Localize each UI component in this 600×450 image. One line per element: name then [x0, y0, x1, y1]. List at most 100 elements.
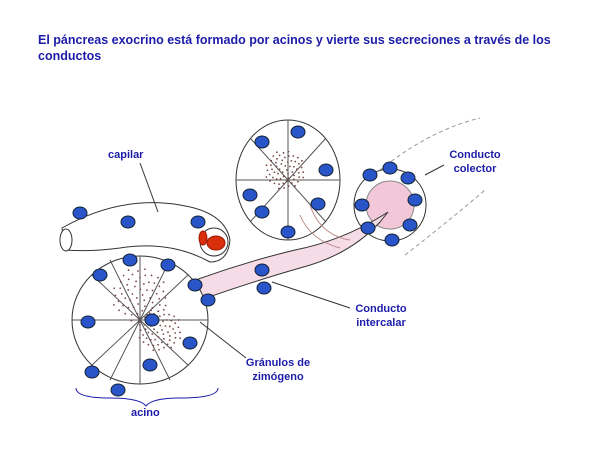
- zymogen-granule: [163, 313, 166, 316]
- cell-nucleus-icon: [122, 253, 138, 267]
- zymogen-granule: [173, 315, 175, 318]
- zymogen-granule: [146, 289, 148, 291]
- cell-nucleus-icon: [254, 135, 270, 149]
- zymogen-granule: [130, 319, 133, 322]
- cell-nucleus-icon: [254, 205, 270, 219]
- zymogen-granule: [127, 269, 130, 271]
- zymogen-granule: [151, 333, 154, 335]
- zymogen-granule: [265, 176, 268, 178]
- colector-leader: [424, 164, 445, 176]
- zymogen-granule: [147, 331, 150, 334]
- zymogen-granule: [157, 336, 160, 338]
- zymogen-granule: [113, 287, 116, 290]
- zymogen-granule: [174, 336, 177, 339]
- zymogen-granule: [168, 339, 171, 342]
- zymogen-granule: [276, 157, 278, 160]
- zymogen-granules: [113, 150, 305, 352]
- zymogen-granule: [158, 285, 161, 288]
- label-conducto-intercalar: Conducto intercalar: [346, 302, 416, 330]
- zymogen-granule: [129, 299, 132, 302]
- zymogen-granule: [275, 178, 278, 180]
- label-line: Conducto: [355, 303, 407, 315]
- zymogen-granule: [142, 341, 145, 343]
- zymogen-granule: [301, 159, 303, 162]
- zymogen-granule: [148, 312, 151, 315]
- cell-nucleus-icon: [80, 315, 96, 329]
- cell-nucleus-icon: [182, 336, 198, 350]
- cell-nuclei: [72, 125, 423, 397]
- zymogen-granule: [296, 156, 299, 159]
- zymogen-granule: [285, 169, 288, 171]
- zymogen-granule: [282, 175, 285, 178]
- red-blood-cell-body: [206, 235, 226, 251]
- zymogen-granule: [143, 299, 146, 302]
- zymogen-granule: [132, 306, 135, 309]
- cell-nucleus-icon: [144, 313, 160, 327]
- zymogen-granule: [294, 185, 297, 187]
- zymogen-granule: [292, 155, 295, 157]
- zymogen-granule: [160, 341, 163, 344]
- label-capilar: capilar: [108, 149, 144, 161]
- zymogen-granule: [170, 346, 173, 349]
- zymogen-granule: [143, 323, 146, 326]
- cell-nucleus-icon: [400, 171, 416, 185]
- zymogen-granule: [138, 323, 141, 326]
- zymogen-granule: [300, 166, 303, 169]
- zymogen-granule: [157, 276, 159, 279]
- cell-nucleus-icon: [354, 198, 370, 212]
- label-conducto-colector: Conducto colector: [440, 148, 510, 176]
- zymogen-granule: [157, 343, 160, 346]
- zymogen-granule: [139, 288, 142, 291]
- zymogen-granule: [269, 180, 271, 182]
- zymogen-granule: [173, 341, 176, 344]
- label-line: colector: [453, 163, 497, 175]
- zymogen-granule: [133, 285, 136, 288]
- zymogen-granule: [279, 177, 282, 180]
- zymogen-granule: [162, 308, 165, 311]
- zymogen-granule: [141, 309, 144, 312]
- cell-nucleus-icon: [242, 188, 258, 202]
- zymogen-granule: [120, 293, 123, 295]
- zymogen-granule: [164, 304, 167, 307]
- zymogen-granule: [164, 325, 167, 328]
- zymogen-granule: [157, 310, 160, 313]
- red-blood-cell-edge: [198, 230, 208, 246]
- cell-nucleus-icon: [290, 125, 306, 139]
- main-acinus-cell-walls: [72, 256, 208, 384]
- cell-nucleus-icon: [407, 193, 423, 207]
- zymogen-granule: [131, 273, 134, 276]
- zymogen-granule: [149, 339, 152, 341]
- zymogen-granule: [282, 182, 285, 185]
- zymogen-granule: [291, 182, 293, 184]
- zymogen-granule: [284, 156, 286, 159]
- zymogen-granule: [147, 343, 150, 346]
- acino-brace: [75, 387, 219, 407]
- zymogen-granule: [162, 281, 165, 284]
- zymogen-granule: [283, 187, 285, 189]
- zymogen-granule: [159, 324, 162, 327]
- label-line: intercalar: [356, 317, 406, 329]
- zymogen-granule: [163, 346, 165, 349]
- capilar-leader: [139, 162, 159, 213]
- zymogen-granule: [135, 280, 137, 283]
- zymogen-granule: [167, 331, 169, 334]
- zymogen-granule: [151, 289, 154, 292]
- zymogen-granule: [168, 313, 170, 316]
- zymogen-granule: [296, 168, 298, 170]
- zymogen-granule: [287, 150, 290, 153]
- cell-nucleus-icon: [120, 215, 136, 229]
- zymogen-granule: [287, 185, 290, 187]
- cell-nucleus-icon: [362, 168, 378, 182]
- zymogen-granule: [113, 303, 115, 306]
- cell-nucleus-icon: [110, 383, 126, 397]
- zymogen-granule: [130, 313, 133, 316]
- zymogen-granule: [114, 294, 117, 297]
- zymogen-granule: [144, 305, 146, 308]
- zymogen-granule: [271, 176, 274, 179]
- zymogen-granule: [273, 182, 276, 185]
- zymogen-granule: [127, 278, 130, 281]
- cell-nucleus-icon: [402, 218, 418, 232]
- label-line: Gránulos de: [245, 357, 311, 369]
- zymogen-granule: [266, 169, 269, 172]
- zymogen-granule: [144, 328, 147, 331]
